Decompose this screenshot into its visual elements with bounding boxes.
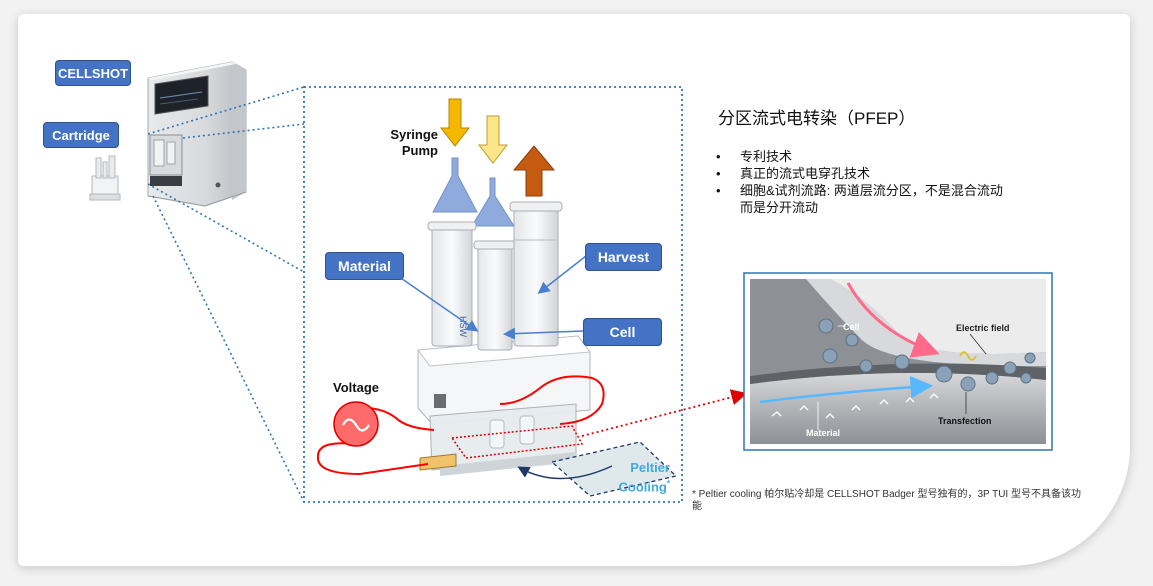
funnel-large [432,157,478,213]
channel-illustration [743,272,1053,451]
peltier-arrow [517,465,613,480]
illustration-cell-label: Cell [843,322,860,332]
feature-item: 细胞&试剂流路: 两道层流分区，不是混合流动 [714,182,1003,199]
feature-item: 真正的流式电穿孔技术 [714,165,1003,182]
illustration-electric-field-label: Electric field [956,323,1010,333]
cartridge-device [417,201,591,476]
syringe-print: HSW [458,316,468,338]
peltier-asterisk: * [666,479,670,488]
cell-label: Cell [583,318,662,346]
footnote: * Peltier cooling 帕尔贴冷却是 CELLSHOT Badger… [692,489,1081,512]
feature-item-continuation: 而是分开流动 [740,200,819,215]
peltier-line-1: Peltier [630,460,670,475]
illustration-transfection-label: Transfection [938,416,992,426]
feature-list: 专利技术 真正的流式电穿孔技术 细胞&试剂流路: 两道层流分区，不是混合流动 而… [714,148,1003,216]
material-label: Material [325,252,404,280]
cell-pointer [503,327,584,340]
page-title: 分区流式电转染（PFEP） [718,109,916,128]
cellshot-label: CELLSHOT [55,60,131,86]
zoom-arrow [581,389,748,437]
harvest-arrow-orange [512,145,556,197]
channel-highlight [450,425,584,459]
peltier-cooling-label: Peltier Cooling* [606,460,670,495]
material-pointer [394,273,479,332]
feature-item: 专利技术 [714,148,1003,165]
peltier-plate [550,441,678,497]
harvest-label: Harvest [585,243,662,271]
voltage-label: Voltage [333,380,379,395]
sine-wave-icon [342,418,370,432]
cartridge-label: Cartridge [43,122,119,148]
pump-arrow-light-yellow [477,115,509,164]
harvest-pointer [537,255,587,294]
funnel-small [471,177,515,227]
peltier-line-2: Cooling [618,479,667,495]
cellshot-machine [147,61,247,207]
syringe-pump-label: Syringe Pump [390,127,438,158]
cartridge-thumbnail [89,155,121,201]
pump-arrow-yellow [439,98,471,147]
zoom-lines [147,86,305,503]
illustration-material-label: Material [806,428,840,438]
zoom-box [303,86,683,503]
